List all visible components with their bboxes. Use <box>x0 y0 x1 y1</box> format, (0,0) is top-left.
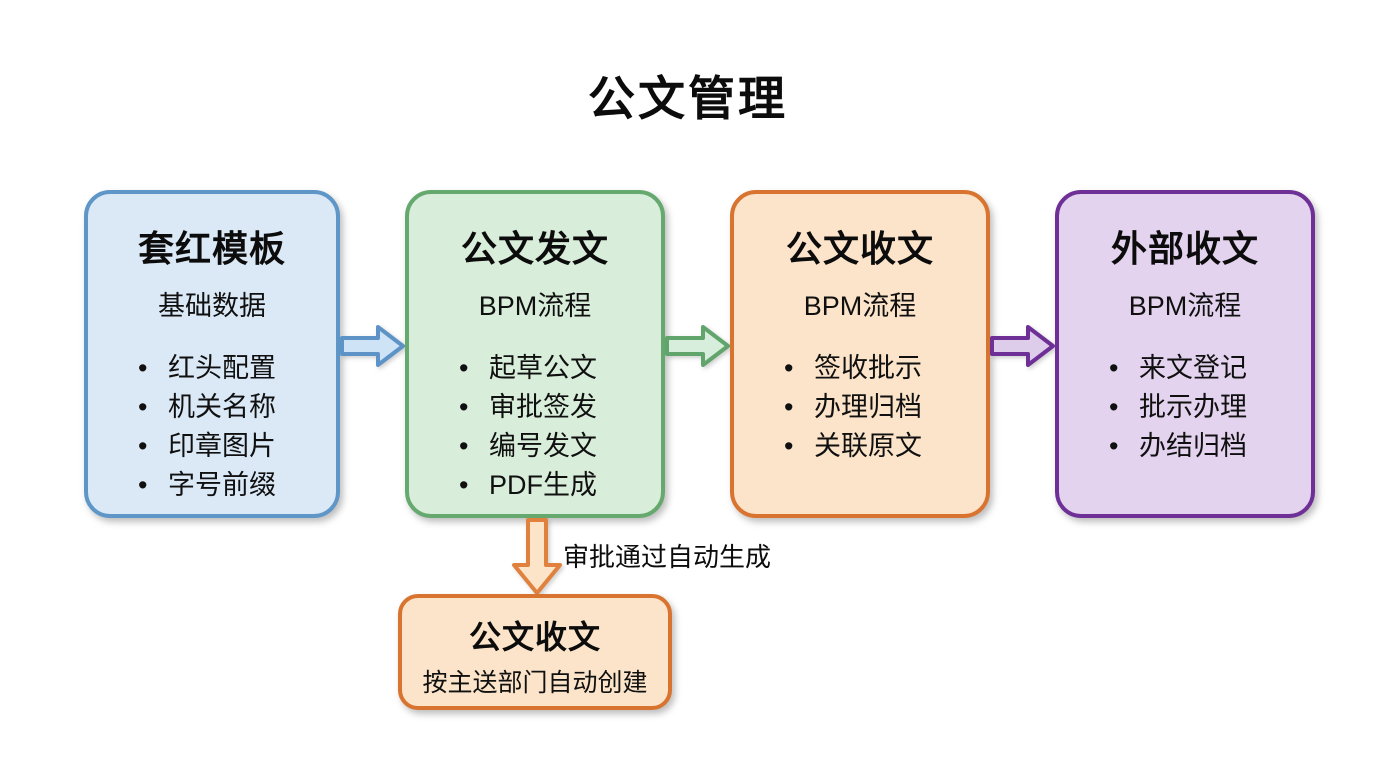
box-title: 公文收文 <box>785 228 934 269</box>
list-item: 办结归档 <box>1109 427 1311 466</box>
right-arrow-shape <box>340 325 405 367</box>
down-arrow-shape <box>512 518 562 595</box>
down-arrow-label: 审批通过自动生成 <box>563 542 772 572</box>
box-title: 公文收文 <box>468 619 601 655</box>
right-arrow-shape <box>990 325 1055 367</box>
box-item-list: 来文登记 批示办理 办结归档 <box>1059 349 1311 466</box>
box-document-receipt: 公文收文 BPM流程 签收批示 办理归档 关联原文 <box>730 190 990 518</box>
list-item: 编号发文 <box>459 427 661 466</box>
list-item: 办理归档 <box>784 388 986 427</box>
list-item: 红头配置 <box>138 349 336 388</box>
box-subtitle: BPM流程 <box>478 291 592 321</box>
box-item-list: 红头配置 机关名称 印章图片 字号前缀 <box>88 349 336 505</box>
list-item: PDF生成 <box>459 466 661 505</box>
box-title: 外部收文 <box>1110 228 1259 269</box>
list-item: 关联原文 <box>784 427 986 466</box>
box-item-list: 起草公文 审批签发 编号发文 PDF生成 <box>409 349 661 505</box>
box-title: 公文发文 <box>460 228 609 269</box>
right-arrow-shape <box>665 325 730 367</box>
list-item: 机关名称 <box>138 388 336 427</box>
list-item: 印章图片 <box>138 427 336 466</box>
box-red-header-template: 套红模板 基础数据 红头配置 机关名称 印章图片 字号前缀 <box>84 190 340 518</box>
box-title: 套红模板 <box>137 228 286 269</box>
box-subtitle: 按主送部门自动创建 <box>422 669 648 697</box>
list-item: 起草公文 <box>459 349 661 388</box>
box-auto-created-receipt: 公文收文 按主送部门自动创建 <box>398 594 672 710</box>
page-title: 公文管理 <box>588 72 788 125</box>
right-arrow-icon <box>665 323 731 369</box>
box-subtitle: 基础数据 <box>158 291 266 321</box>
list-item: 审批签发 <box>459 388 661 427</box>
box-subtitle: BPM流程 <box>1128 291 1242 321</box>
list-item: 签收批示 <box>784 349 986 388</box>
box-subtitle: BPM流程 <box>803 291 917 321</box>
list-item: 字号前缀 <box>138 466 336 505</box>
right-arrow-icon <box>990 323 1056 369</box>
box-item-list: 签收批示 办理归档 关联原文 <box>734 349 986 466</box>
box-document-dispatch: 公文发文 BPM流程 起草公文 审批签发 编号发文 PDF生成 <box>405 190 665 518</box>
list-item: 来文登记 <box>1109 349 1311 388</box>
down-arrow-icon <box>511 518 563 596</box>
box-external-receipt: 外部收文 BPM流程 来文登记 批示办理 办结归档 <box>1055 190 1315 518</box>
right-arrow-icon <box>340 323 406 369</box>
list-item: 批示办理 <box>1109 388 1311 427</box>
